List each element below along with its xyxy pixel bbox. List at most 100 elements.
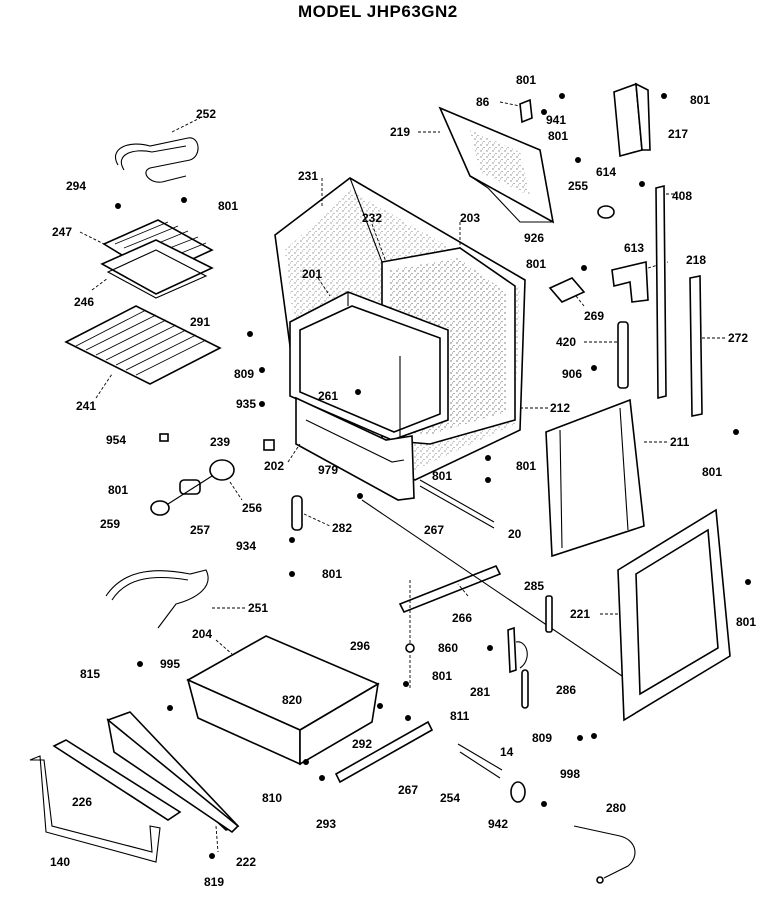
label-954: 954 — [106, 433, 126, 447]
hinge-281 — [507, 626, 528, 674]
label-257: 257 — [190, 523, 210, 537]
drawer-204 — [186, 635, 380, 766]
label-86: 86 — [476, 95, 490, 109]
label-201: 201 — [302, 267, 322, 281]
label-291: 291 — [190, 315, 210, 329]
label-256: 256 — [242, 501, 262, 515]
rail-267-lower — [334, 720, 434, 784]
rail-266 — [398, 564, 502, 614]
label-282: 282 — [332, 521, 352, 535]
label-934: 934 — [236, 539, 256, 553]
label-801: 801 — [432, 669, 452, 683]
label-801: 801 — [548, 129, 568, 143]
label-217: 217 — [668, 127, 688, 141]
label-801: 801 — [690, 93, 710, 107]
label-801: 801 — [432, 469, 452, 483]
label-226: 226 — [72, 795, 92, 809]
label-809: 809 — [234, 367, 254, 381]
roller-254 — [457, 743, 526, 803]
label-211: 211 — [670, 435, 690, 449]
label-801: 801 — [516, 459, 536, 473]
label-292: 292 — [352, 737, 372, 751]
side-bracket-217 — [613, 82, 651, 158]
label-267: 267 — [398, 783, 418, 797]
broiler-pan-246 — [91, 239, 214, 299]
label-241: 241 — [76, 399, 96, 413]
label-614: 614 — [596, 165, 616, 179]
plate-269 — [548, 277, 586, 307]
label-221: 221 — [570, 607, 590, 621]
label-979: 979 — [318, 463, 338, 477]
label-281: 281 — [470, 685, 490, 699]
label-203: 203 — [460, 211, 480, 225]
leader-long-diagonal — [361, 499, 623, 677]
label-801: 801 — [108, 483, 128, 497]
label-995: 995 — [160, 657, 180, 671]
panel-226 — [52, 739, 182, 821]
label-801: 801 — [702, 465, 722, 479]
label-222: 222 — [236, 855, 256, 869]
label-219: 219 — [390, 125, 410, 139]
label-801: 801 — [516, 73, 536, 87]
label-218: 218 — [686, 253, 706, 267]
rod-267-upper — [419, 479, 495, 529]
label-204: 204 — [192, 627, 212, 641]
label-239: 239 — [210, 435, 230, 449]
label-212: 212 — [550, 401, 570, 415]
fan-assembly — [150, 459, 243, 516]
label-926: 926 — [524, 231, 544, 245]
label-810: 810 — [262, 791, 282, 805]
control-panel-219 — [418, 106, 555, 224]
label-20: 20 — [508, 527, 522, 541]
label-255: 255 — [568, 179, 588, 193]
trim-strip-408 — [655, 184, 676, 400]
label-202: 202 — [264, 459, 284, 473]
label-801: 801 — [526, 257, 546, 271]
label-280: 280 — [606, 801, 626, 815]
label-254: 254 — [440, 791, 460, 805]
label-906: 906 — [562, 367, 582, 381]
label-809: 809 — [532, 731, 552, 745]
label-998: 998 — [560, 767, 580, 781]
trim-strip-272 — [689, 275, 726, 417]
label-261: 261 — [318, 389, 338, 403]
screws — [115, 93, 751, 859]
label-285: 285 — [524, 579, 544, 593]
label-267: 267 — [424, 523, 444, 537]
label-613: 613 — [624, 241, 644, 255]
label-251: 251 — [248, 601, 268, 615]
label-294: 294 — [66, 179, 86, 193]
label-815: 815 — [80, 667, 100, 681]
hinge-arm-286 — [521, 669, 529, 709]
label-941: 941 — [546, 113, 566, 127]
knob-255 — [597, 205, 615, 219]
oven-cavity-201 — [289, 277, 449, 441]
label-252: 252 — [196, 107, 216, 121]
bracket-86 — [499, 98, 533, 124]
front-frame-202 — [287, 396, 415, 501]
label-820: 820 — [282, 693, 302, 707]
label-266: 266 — [452, 611, 472, 625]
label-140: 140 — [50, 855, 70, 869]
label-942: 942 — [488, 817, 508, 831]
label-420: 420 — [556, 335, 576, 349]
label-272: 272 — [728, 331, 748, 345]
broil-element-252 — [115, 117, 201, 183]
label-293: 293 — [316, 817, 336, 831]
label-269: 269 — [584, 309, 604, 323]
label-14: 14 — [500, 745, 514, 759]
bake-element-251 — [105, 569, 246, 629]
label-246: 246 — [74, 295, 94, 309]
oven-door-221 — [600, 508, 731, 722]
label-247: 247 — [52, 225, 72, 239]
label-408: 408 — [672, 189, 692, 203]
label-259: 259 — [100, 517, 120, 531]
label-801: 801 — [218, 199, 238, 213]
label-819: 819 — [204, 875, 224, 889]
label-935: 935 — [236, 397, 256, 411]
bar-420 — [584, 321, 629, 389]
part-number-labels: 801 86 941 801 217 219 801 252 294 231 6… — [50, 73, 756, 889]
clip-285 — [545, 595, 553, 633]
drawer-front-222 — [106, 711, 240, 853]
